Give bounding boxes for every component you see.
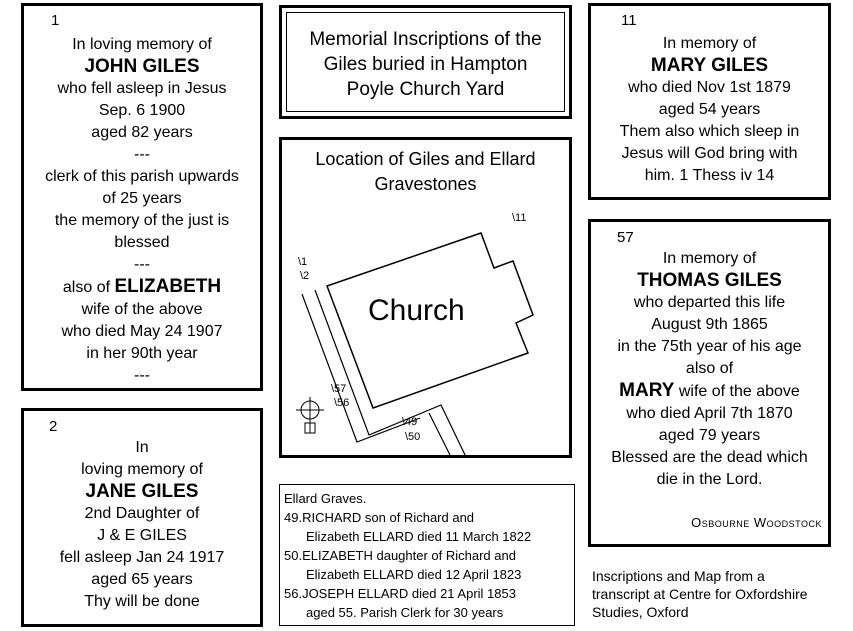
text-line: also of ELIZABETH bbox=[24, 276, 260, 299]
title-line: Memorial Inscriptions of the bbox=[309, 29, 542, 50]
ellard-entry: 49.RICHARD son of Richard and bbox=[284, 510, 475, 525]
text-line: who departed this life bbox=[633, 294, 786, 311]
text-line: die in the Lord. bbox=[656, 471, 763, 488]
church-outline bbox=[326, 232, 534, 409]
text-line: J & E GILES bbox=[97, 527, 187, 544]
text-line: also of bbox=[685, 360, 734, 377]
ellard-entry: 56.JOSEPH ELLARD died 21 April 1853 bbox=[284, 586, 516, 601]
text-line: aged 82 years bbox=[91, 124, 193, 141]
ellard-entry: 50.ELIZABETH daughter of Richard and bbox=[284, 548, 516, 563]
grave-marker-11: \11 bbox=[512, 212, 526, 224]
ellard-heading: Ellard Graves. bbox=[284, 491, 367, 506]
text-line: who died Nov 1st 1879 bbox=[628, 79, 791, 96]
grave-marker-50: \50 bbox=[405, 431, 420, 443]
inscription: In memory of MARY GILES who died Nov 1st… bbox=[591, 6, 828, 187]
deceased-name: MARY GILES bbox=[650, 55, 769, 76]
text-line: blessed bbox=[114, 234, 170, 251]
text-line: who died May 24 1907 bbox=[61, 323, 223, 340]
text-line: August 9th 1865 bbox=[651, 316, 768, 333]
deceased-name: THOMAS GILES bbox=[637, 270, 782, 291]
text-line: who died April 7th 1870 bbox=[626, 405, 793, 422]
credit-line: Inscriptions and Map from a bbox=[592, 568, 765, 584]
text-line: him. 1 Thess iv 14 bbox=[644, 167, 775, 184]
text-line: in the 75th year of his age bbox=[617, 338, 802, 355]
source-credit: Inscriptions and Map from a transcript a… bbox=[592, 567, 808, 621]
text-line: of 25 years bbox=[102, 190, 182, 207]
text-line: fell asleep Jan 24 1917 bbox=[59, 549, 225, 566]
text-line: In loving memory of bbox=[72, 36, 212, 53]
text-line: wife of the above bbox=[81, 301, 203, 318]
text-line: Sep. 6 1900 bbox=[98, 102, 186, 119]
gravestone-57-card: 57 In memory of THOMAS GILES who departe… bbox=[588, 219, 831, 547]
text-line: Blessed are the dead which bbox=[611, 449, 808, 466]
ellard-graves-box: Ellard Graves. 49.RICHARD son of Richard… bbox=[279, 484, 575, 626]
churchyard-map-drawing: Church \1 \2 \11 \57 \56 \49 \50 bbox=[296, 212, 534, 455]
grave-marker-49: \49 bbox=[402, 416, 417, 428]
grave-number: 1 bbox=[51, 12, 60, 29]
map-title: Location of Giles and Ellard Gravestones bbox=[282, 140, 569, 197]
page-title: Memorial Inscriptions of the Giles burie… bbox=[286, 12, 565, 112]
text-line: Thy will be done bbox=[84, 593, 200, 610]
map-title-line: Location of Giles and Ellard bbox=[315, 149, 536, 169]
inscription: In loving memory of JOHN GILES who fell … bbox=[24, 6, 260, 387]
ellard-entry: Elizabeth ELLARD died 12 April 1823 bbox=[306, 567, 522, 582]
inscription: In loving memory of JANE GILES 2nd Daugh… bbox=[24, 411, 260, 613]
church-label: Church bbox=[368, 294, 465, 327]
ellard-entry: aged 55. Parish Clerk for 30 years bbox=[306, 605, 504, 620]
text-line: who fell asleep in Jesus bbox=[57, 80, 227, 97]
text-line: in her 90th year bbox=[86, 345, 198, 362]
text-line: aged 65 years bbox=[91, 571, 193, 588]
text-line: 2nd Daughter of bbox=[84, 505, 200, 522]
inscription: In memory of THOMAS GILES who departed t… bbox=[591, 222, 828, 491]
mason-signature: Osbourne Woodstock bbox=[691, 515, 822, 530]
map-title-line: Gravestones bbox=[374, 174, 477, 194]
deceased-name: JOHN GILES bbox=[84, 56, 200, 77]
grave-marker-1: \1 bbox=[298, 256, 307, 268]
text-line: the memory of the just is bbox=[54, 212, 230, 229]
text-line: In memory of bbox=[662, 35, 757, 52]
text-line: clerk of this parish upwards bbox=[45, 168, 239, 185]
text-line: --- bbox=[134, 367, 150, 384]
title-line: Giles buried in Hampton bbox=[323, 54, 528, 75]
grave-marker-57: \57 bbox=[331, 383, 346, 395]
text-line: MARY wife of the above bbox=[591, 380, 828, 403]
deceased-name: ELIZABETH bbox=[114, 276, 222, 297]
text-line: Jesus will God bring with bbox=[621, 145, 798, 162]
text-line: aged 79 years bbox=[658, 427, 761, 444]
text-line: loving memory of bbox=[81, 461, 203, 478]
credit-line: transcript at Centre for Oxfordshire bbox=[592, 586, 808, 602]
title-box: Memorial Inscriptions of the Giles burie… bbox=[279, 5, 572, 119]
gravestone-1-card: 1 In loving memory of JOHN GILES who fel… bbox=[21, 3, 263, 391]
text-fragment: wife of the above bbox=[674, 383, 800, 400]
path-line bbox=[301, 293, 421, 443]
grave-number: 57 bbox=[617, 229, 634, 246]
gravestone-11-card: 11 In memory of MARY GILES who died Nov … bbox=[588, 3, 831, 200]
grave-number: 2 bbox=[49, 418, 58, 435]
grave-marker-2: \2 bbox=[300, 270, 309, 282]
title-line: Poyle Church Yard bbox=[346, 79, 505, 100]
gravestone-2-card: 2 In loving memory of JANE GILES 2nd Dau… bbox=[21, 408, 263, 627]
grave-number: 11 bbox=[621, 12, 637, 29]
path-line bbox=[428, 412, 451, 455]
text-line: --- bbox=[134, 256, 150, 273]
text-line: Them also which sleep in bbox=[619, 123, 800, 140]
text-also-of: also of bbox=[62, 279, 111, 296]
path-line bbox=[314, 289, 466, 455]
celtic-cross-icon bbox=[296, 397, 324, 434]
text-line: --- bbox=[134, 146, 150, 163]
deceased-name: JANE GILES bbox=[85, 481, 199, 502]
ellard-entry: Elizabeth ELLARD died 11 March 1822 bbox=[306, 529, 532, 544]
text-line: aged 54 years bbox=[658, 101, 761, 118]
grave-marker-56: \56 bbox=[334, 397, 349, 409]
location-map: Location of Giles and Ellard Gravestones… bbox=[279, 137, 572, 458]
credit-line: Studies, Oxford bbox=[592, 604, 689, 620]
text-line: In bbox=[135, 439, 149, 456]
deceased-name: MARY bbox=[619, 380, 675, 401]
text-line: In memory of bbox=[662, 250, 757, 267]
